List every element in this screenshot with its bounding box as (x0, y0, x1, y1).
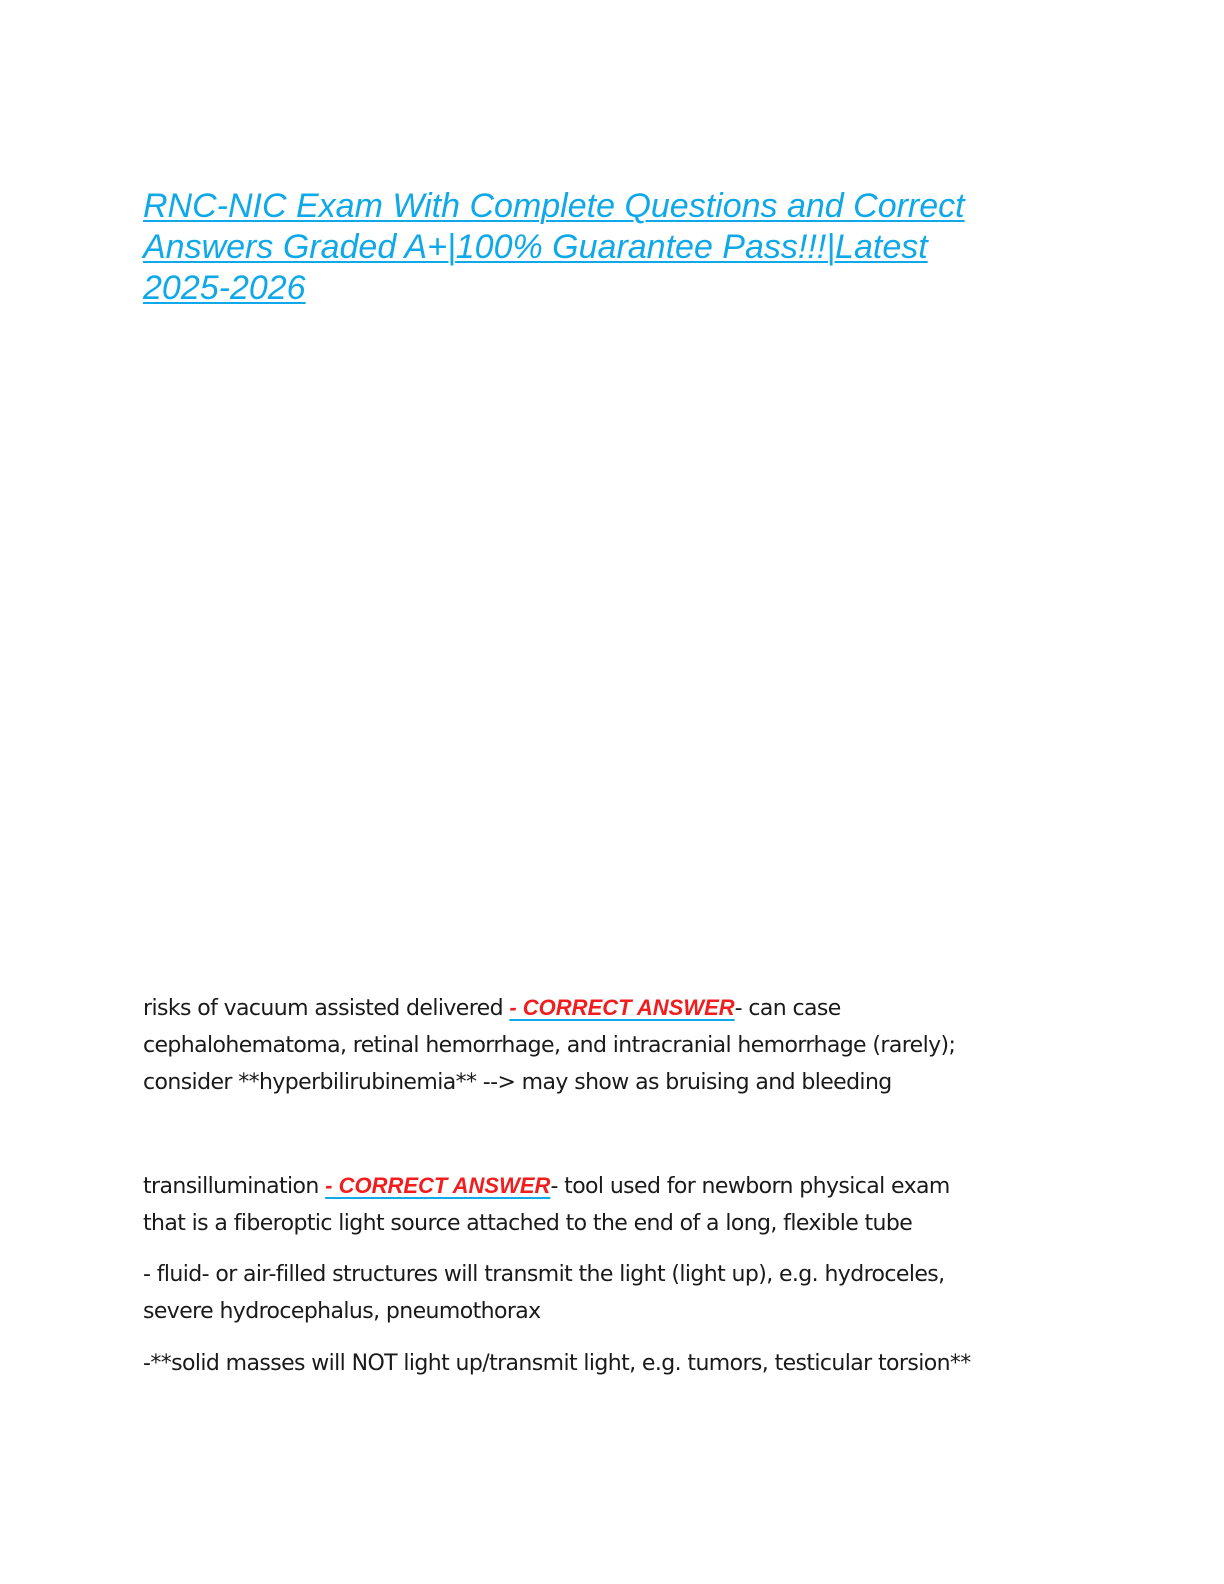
question-term: risks of vacuum assisted delivered (143, 996, 510, 1021)
answer-text-line: that is a fiberoptic light source attach… (143, 1211, 913, 1236)
question-term: transillumination (143, 1174, 326, 1199)
answer-text: - can case (734, 996, 842, 1021)
answer-text: - tool used for newborn physical exam (550, 1174, 950, 1199)
qa-line: transillumination - CORRECT ANSWER- tool… (143, 1167, 1083, 1205)
title-line-3: 2025-2026 (143, 269, 306, 307)
answer-text-line: cephalohematoma, retinal hemorrhage, and… (143, 1033, 956, 1058)
answer-text-line: severe hydrocephalus, pneumothorax (143, 1299, 541, 1324)
answer-text-line: - fluid- or air-filled structures will t… (143, 1262, 945, 1287)
correct-answer-tag: - CORRECT ANSWER (509, 995, 735, 1020)
answer-bullet-solid-masses: -**solid masses will NOT light up/transm… (143, 1345, 1083, 1382)
title-line-1: RNC-NIC Exam With Complete Questions and… (143, 187, 965, 225)
answer-bullet-fluid-filled: - fluid- or air-filled structures will t… (143, 1256, 1083, 1330)
correct-answer-tag: - CORRECT ANSWER (325, 1173, 551, 1198)
qa-line: risks of vacuum assisted delivered - COR… (143, 989, 1083, 1027)
title-line-2: Answers Graded A+|100% Guarantee Pass!!!… (143, 228, 928, 266)
answer-text-line: consider **hyperbilirubinemia** --> may … (143, 1070, 892, 1095)
document-title[interactable]: RNC-NIC Exam With Complete Questions and… (143, 186, 1043, 309)
qa-item-transillumination: transillumination - CORRECT ANSWER- tool… (143, 1167, 1083, 1242)
answer-text-line: -**solid masses will NOT light up/transm… (143, 1351, 971, 1376)
qa-item-vacuum-delivery: risks of vacuum assisted delivered - COR… (143, 989, 1083, 1101)
